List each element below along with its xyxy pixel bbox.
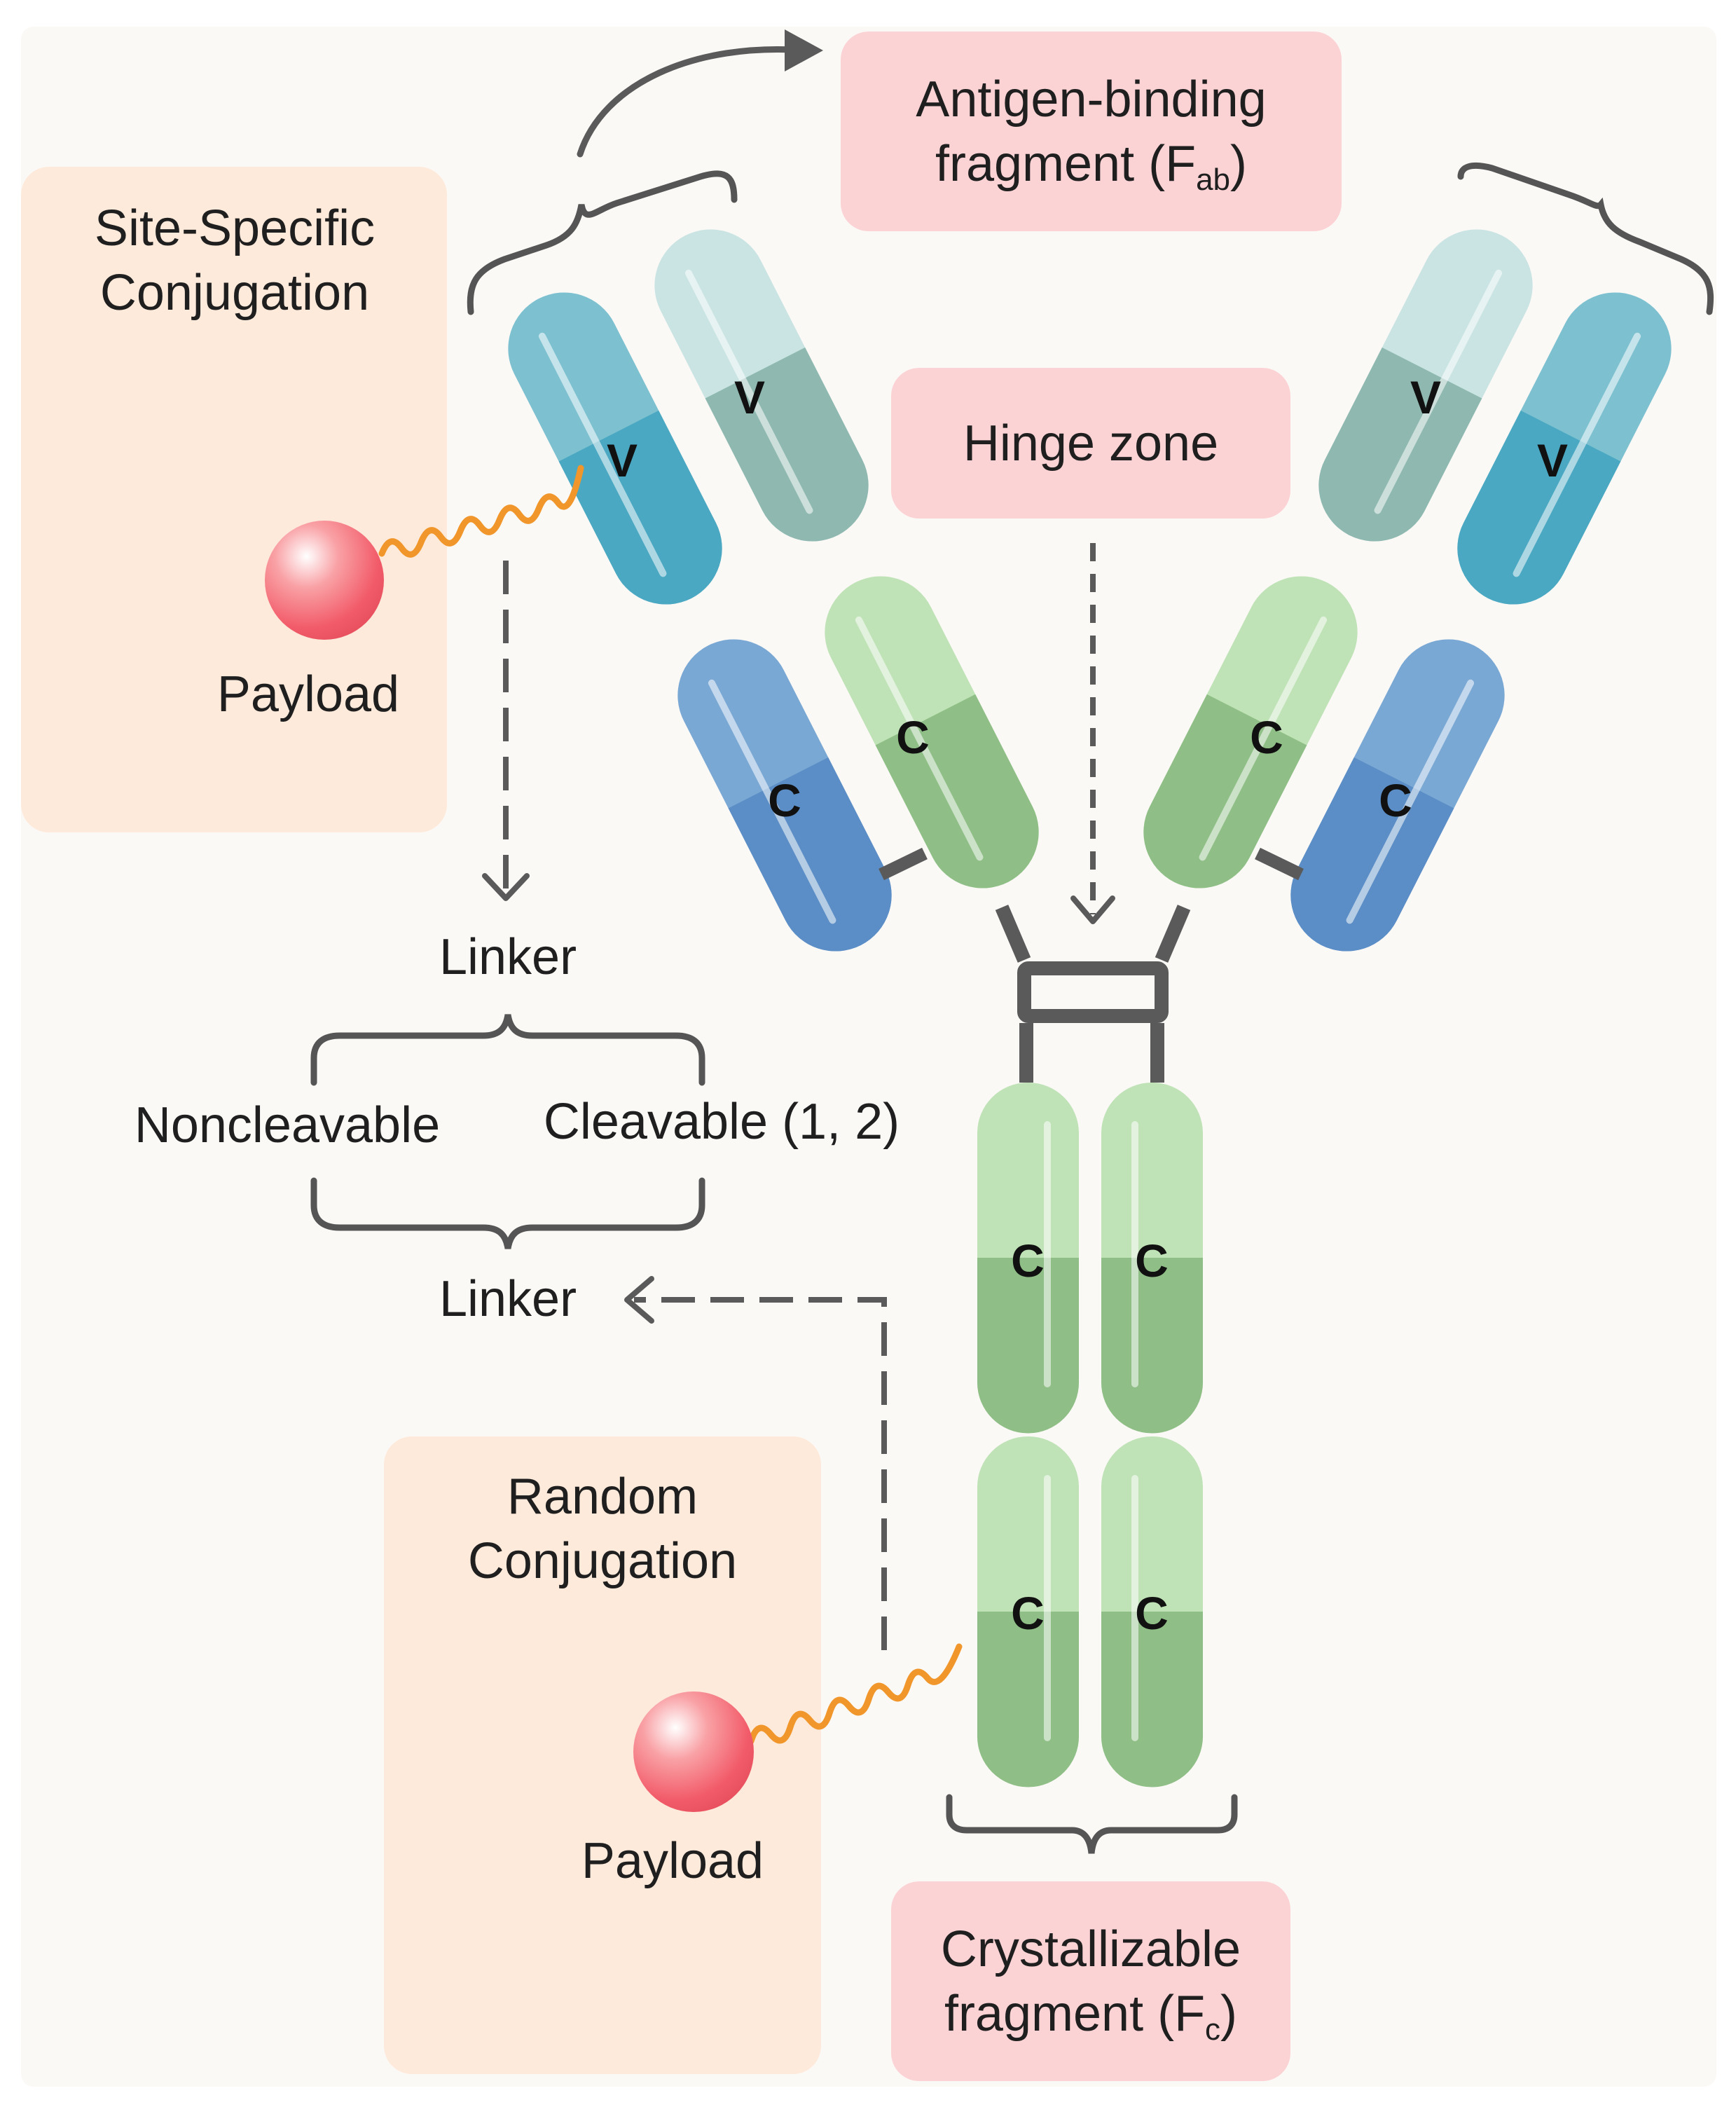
fab-subscript: ab — [1196, 162, 1231, 197]
right-light-v-letter: V — [1410, 371, 1441, 423]
random-payload-sphere — [633, 1691, 754, 1812]
fab-curved-arrow — [577, 29, 823, 158]
hinge-disulfide-box — [1017, 961, 1169, 1023]
fab-label-line2: fragment (Fab) — [935, 135, 1247, 197]
fab-right-brace — [1457, 163, 1714, 315]
fc-ch3-left-domain — [977, 1436, 1079, 1787]
right-fab-arm: V V C C — [1143, 229, 1672, 952]
right-light-variable-domain — [1318, 229, 1533, 542]
left-heavy-c-letter: C — [768, 774, 801, 826]
right-light-constant-domain — [1143, 576, 1358, 888]
fc-subscript: c — [1205, 2012, 1221, 2047]
hinge-zone-label: Hinge zone — [963, 415, 1219, 472]
hinge-dashed-arrow — [1070, 543, 1115, 924]
fc-label-box: Crystallizable fragment (Fc) — [891, 1881, 1290, 2081]
random-payload-label: Payload — [581, 1833, 764, 1889]
left-light-c-letter: C — [896, 711, 930, 763]
left-light-v-letter: V — [734, 371, 765, 423]
site-specific-payload-sphere — [265, 521, 384, 640]
random-conjugation-label: Random Conjugation — [467, 1469, 738, 1589]
left-light-constant-domain — [825, 576, 1039, 888]
linker-top-label: Linker — [439, 929, 577, 985]
left-light-variable-domain — [654, 229, 869, 542]
fab-label-line1: Antigen-binding — [916, 71, 1267, 128]
fc-stem: C C C C — [977, 1083, 1203, 1787]
fc-ch3-right-letter: C — [1135, 1587, 1169, 1639]
left-heavy-constant-domain — [677, 639, 892, 952]
fc-ch3-right-domain — [1101, 1436, 1203, 1787]
left-arm-connector — [879, 847, 928, 881]
fc-label-line2: fragment (Fc) — [944, 1985, 1238, 2047]
random-to-linker-arrow — [624, 1276, 887, 1650]
left-heavy-v-letter: V — [607, 434, 638, 486]
fc-ch2-left-domain — [977, 1083, 1079, 1434]
hinge-zone-label-box: Hinge zone — [891, 368, 1290, 519]
fc-brace — [946, 1794, 1238, 1854]
site-specific-conjugation-panel — [21, 167, 447, 832]
cleavable-label: Cleavable (1, 2) — [543, 1094, 900, 1150]
fab-left-brace — [467, 170, 738, 315]
fc-ch3-left-letter: C — [1011, 1587, 1045, 1639]
right-heavy-variable-domain — [1457, 292, 1672, 605]
fc-label-line1: Crystallizable — [940, 1921, 1241, 1977]
right-heavy-c-letter: C — [1379, 774, 1412, 826]
right-light-c-letter: C — [1250, 711, 1283, 763]
right-heavy-v-letter: V — [1537, 434, 1568, 486]
left-heavy-variable-domain — [508, 292, 722, 605]
random-linker-wave — [748, 1643, 963, 1745]
linker-top-brace — [310, 1014, 705, 1086]
fc-ch2-right-domain — [1101, 1083, 1203, 1434]
fc-ch2-right-letter: C — [1135, 1235, 1169, 1286]
noncleavable-label: Noncleavable — [134, 1097, 441, 1153]
site-specific-conjugation-label: Site-Specific Conjugation — [94, 200, 376, 321]
site-specific-linker-wave — [378, 465, 584, 558]
site-specific-payload-label: Payload — [216, 666, 400, 722]
linker-bottom-label: Linker — [439, 1271, 577, 1327]
left-fab-arm: V V C C — [508, 229, 1039, 952]
right-heavy-constant-domain — [1290, 639, 1505, 952]
linker-bottom-brace — [310, 1177, 705, 1249]
fab-label-box: Antigen-binding fragment (Fab) — [841, 32, 1342, 231]
right-arm-connector — [1255, 847, 1304, 881]
site-specific-to-linker-arrow — [482, 561, 530, 901]
fc-ch2-left-letter: C — [1011, 1235, 1045, 1286]
hinge-region — [995, 905, 1191, 1083]
